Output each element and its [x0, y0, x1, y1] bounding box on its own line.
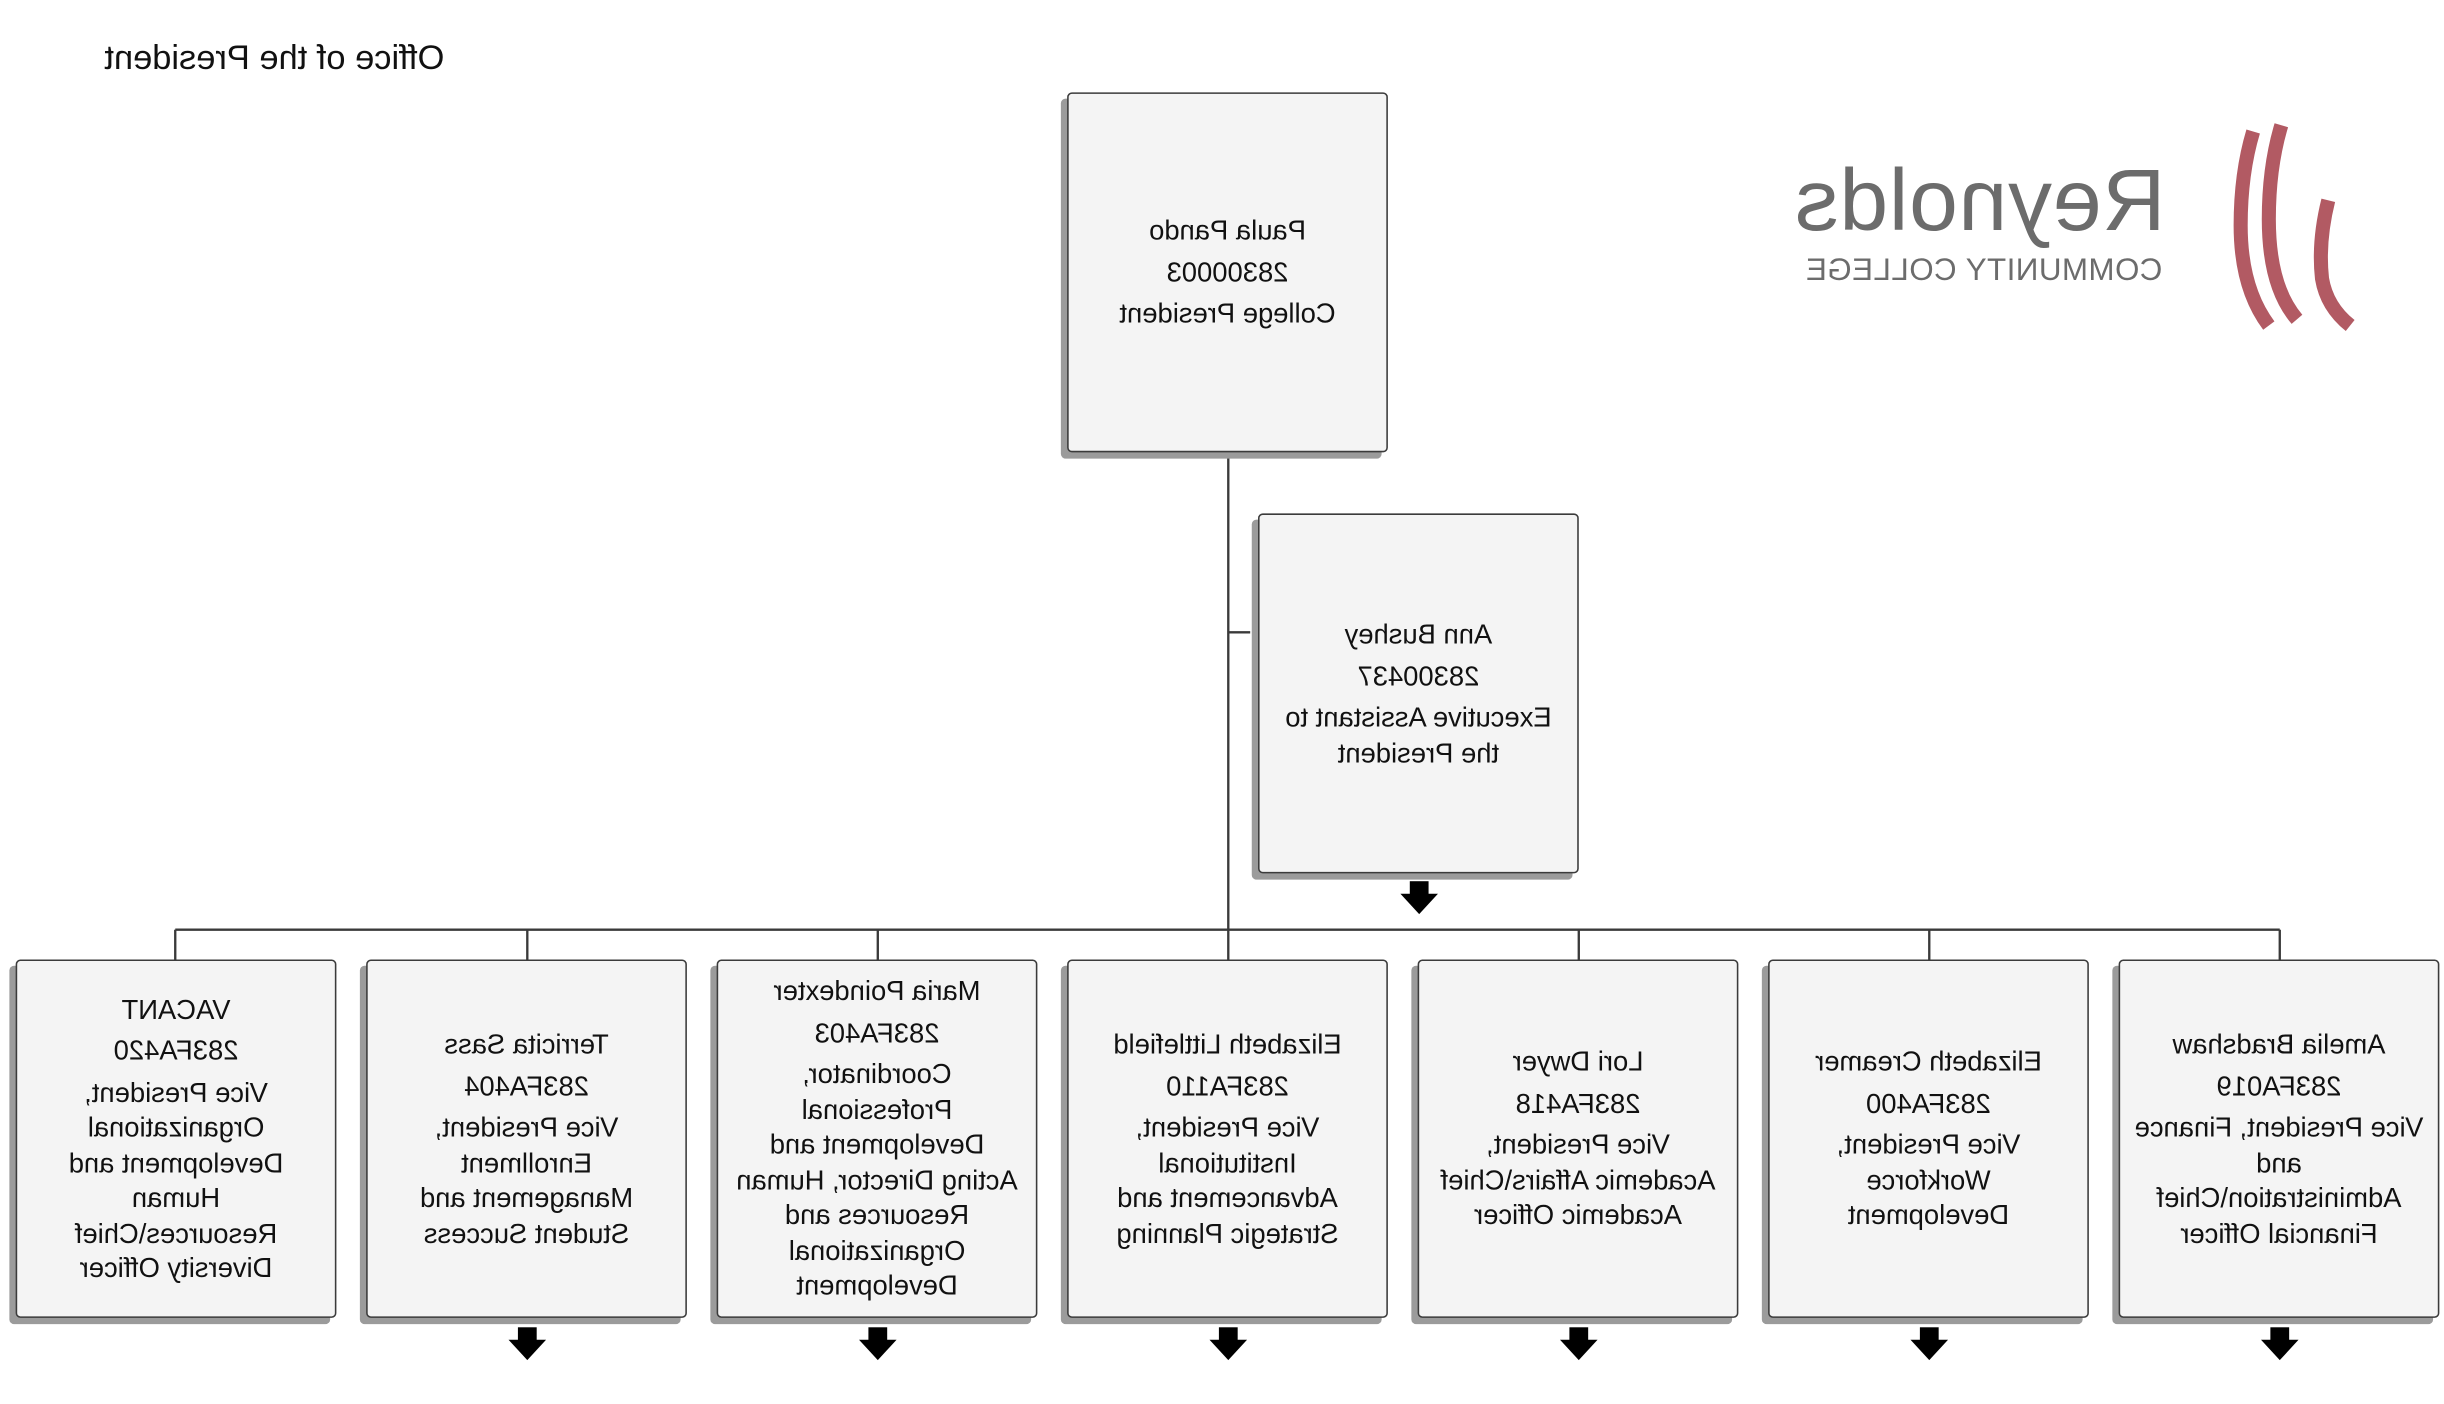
expand-arrow-icon[interactable]	[1910, 1339, 1949, 1361]
college-logo: Reynolds COMMUNITY COLLEGE	[1794, 122, 2372, 333]
org-node-direct-report-5[interactable]: Maria Poindexter 283FA403 Coordinator, P…	[716, 959, 1038, 1318]
logo-mark-icon	[2233, 123, 2355, 332]
node-title: Vice President, Finance and Administrati…	[2134, 1111, 2424, 1249]
org-node-direct-report-1[interactable]: Amelia Bradshaw 283FA019 Vice President,…	[2118, 959, 2440, 1318]
node-title: Vice President, Workforce Development	[1836, 1128, 2021, 1231]
org-node-direct-report-6[interactable]: Terricita Sass 283FA404 Vice President, …	[366, 959, 687, 1318]
node-code: 283FA404	[464, 1069, 589, 1102]
node-name: Elizabeth Creamer	[1815, 1045, 2042, 1078]
node-name: Terricita Sass	[444, 1028, 609, 1060]
org-node-direct-report-7[interactable]: VACANT 283FA420 Vice President, Organiza…	[15, 959, 337, 1318]
expand-arrow-icon[interactable]	[2260, 1339, 2299, 1361]
org-node-direct-report-3[interactable]: Lori Dwyer 283FA418 Vice President, Acad…	[1417, 959, 1739, 1318]
node-code: 283FA403	[814, 1016, 940, 1049]
node-name: Paula Pando	[1149, 214, 1306, 247]
node-title: Vice President, Enrollment Management an…	[419, 1111, 634, 1249]
org-node-executive-assistant[interactable]: Ann Bushey 28300437 Executive Assistant …	[1258, 513, 1579, 874]
node-title: Vice President, Institutional Advancemen…	[1116, 1111, 1339, 1249]
node-code: 28300003	[1166, 256, 1289, 288]
node-code: 283FA019	[2216, 1069, 2342, 1102]
node-title: Vice President, Academic Affairs\Chief A…	[1440, 1128, 1716, 1231]
node-name: Maria Poindexter	[773, 975, 981, 1007]
node-code: 283FA110	[1166, 1069, 1289, 1102]
node-code: 283FA418	[1515, 1087, 1641, 1119]
page-title: Office of the President	[104, 37, 445, 77]
node-title: Vice President, Organizational Developme…	[68, 1076, 284, 1284]
expand-arrow-icon[interactable]	[859, 1339, 897, 1361]
node-code: 283FA400	[1866, 1087, 1991, 1119]
expand-arrow-icon[interactable]	[1400, 893, 1438, 915]
node-code: 283FA420	[113, 1034, 239, 1066]
node-name: VACANT	[121, 993, 231, 1025]
expand-arrow-icon[interactable]	[1209, 1339, 1248, 1361]
node-title: College President	[1119, 297, 1336, 330]
node-name: Ann Bushey	[1344, 618, 1493, 650]
org-node-direct-report-2[interactable]: Elizabeth Creamer 283FA400 Vice Presiden…	[1768, 959, 2089, 1318]
node-name: Elizabeth Littlefield	[1113, 1028, 1342, 1060]
org-node-president[interactable]: Paula Pando 28300003 College President	[1067, 92, 1388, 453]
node-title: Executive Assistant to the President	[1285, 701, 1552, 768]
node-name: Amelia Bradshaw	[2172, 1028, 2386, 1060]
expand-arrow-icon[interactable]	[508, 1339, 547, 1361]
logo-subtitle: COMMUNITY COLLEGE	[1805, 253, 2163, 288]
logo-wordmark: Reynolds	[1793, 150, 2166, 249]
node-title: Coordinator, Professional Development an…	[736, 1058, 1018, 1302]
org-node-direct-report-4[interactable]: Elizabeth Littlefield 283FA110 Vice Pres…	[1067, 959, 1388, 1318]
expand-arrow-icon[interactable]	[1560, 1339, 1598, 1361]
node-code: 28300437	[1357, 659, 1480, 692]
node-name: Lori Dwyer	[1512, 1045, 1644, 1078]
